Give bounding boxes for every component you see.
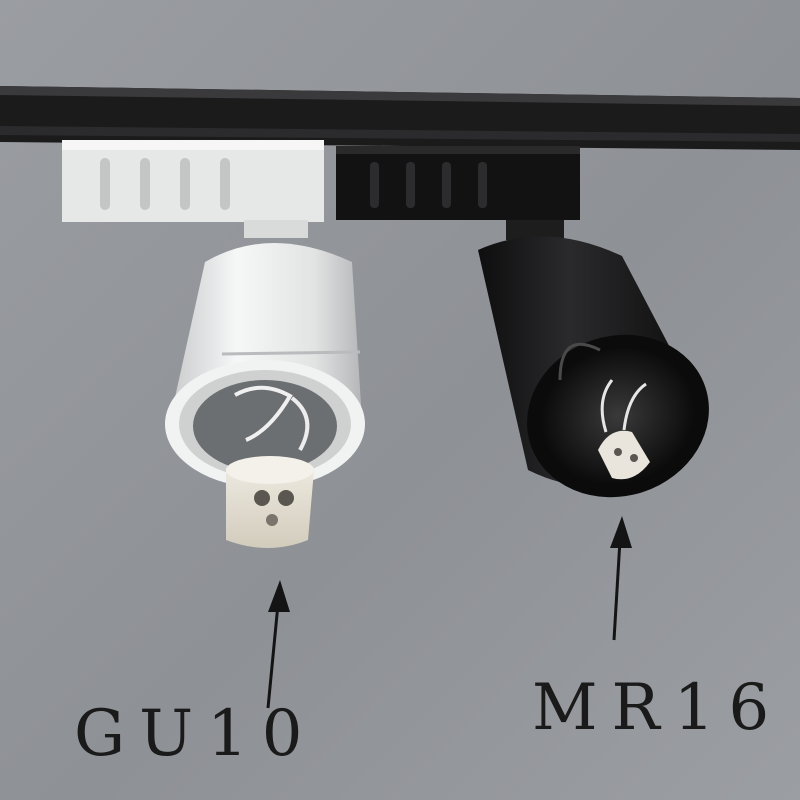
gu10-socket — [226, 456, 314, 548]
mr16-socket — [598, 379, 650, 480]
black-track-adapter — [336, 146, 580, 240]
white-gu10-fixture — [165, 243, 365, 488]
gu10-label: GU10 — [74, 697, 317, 771]
black-mr16-fixture — [478, 236, 709, 498]
arrow-to-mr16-icon — [610, 516, 632, 641]
arrow-to-gu10-icon — [266, 580, 290, 709]
white-track-adapter — [62, 140, 324, 238]
track-rail — [0, 86, 800, 150]
mr16-label: MR16 — [532, 671, 784, 745]
